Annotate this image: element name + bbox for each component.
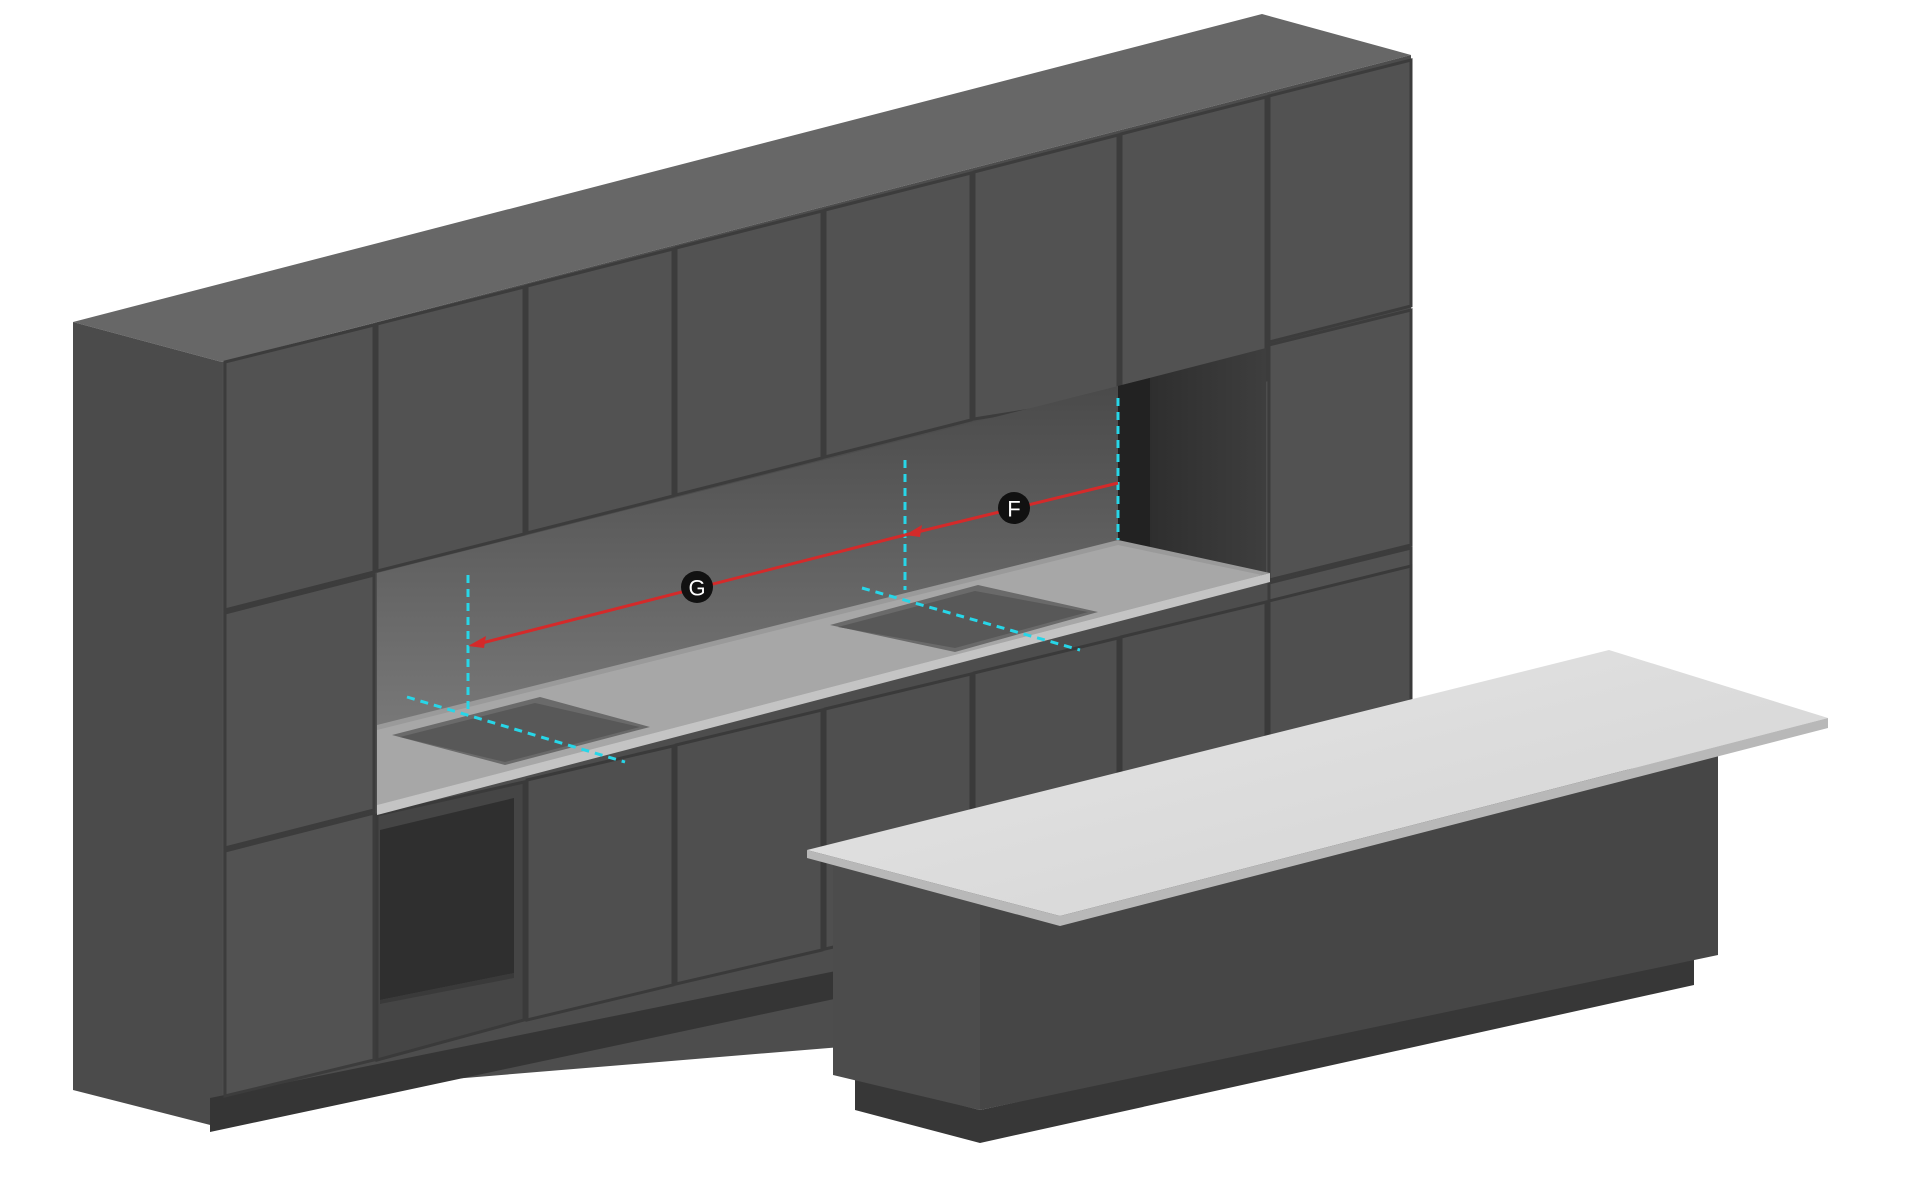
upper-door [223,323,376,612]
base-door [674,708,824,986]
upper-door [375,285,526,573]
dimension-arrow-f [905,525,922,537]
marker-f-label: F [1007,497,1020,522]
upper-door [1119,95,1268,397]
upper-door [525,247,675,535]
upper-door [823,171,973,459]
island [807,650,1828,1143]
dimension-arrow-g [468,636,486,648]
guide-lines [406,398,1120,764]
marker-g-circle [681,571,713,603]
marker-f: F [998,492,1030,524]
right-column-door [1267,308,1413,582]
marker-g: G [681,571,713,603]
sink-right-inner [838,591,1088,648]
left-column-door [223,573,376,850]
base-niche [380,798,514,1000]
base-door [525,744,675,1022]
island-left-face [833,855,980,1110]
guide-line-sink-left [406,695,626,764]
right-niche-side [1118,378,1150,550]
sink-left-inner [400,703,640,762]
wall-unit-plinth [210,958,900,1132]
upper-door [1267,58,1413,344]
upper-doors [223,58,1413,612]
island-top [807,650,1828,916]
left-column-door [223,811,376,1098]
marker-f-circle [998,492,1030,524]
island-front-face [980,752,1718,1110]
backsplash [377,386,1118,740]
wall-unit-left-side [73,322,222,1128]
right-niche [1118,348,1266,578]
base-niche-floor [380,973,514,1004]
guide-line-sink-right [861,586,1081,652]
marker-g-label: G [688,576,705,601]
left-column-doors [223,573,376,1098]
upper-door [674,209,824,497]
wall-unit-top [73,14,1411,362]
upper-door [972,133,1120,421]
